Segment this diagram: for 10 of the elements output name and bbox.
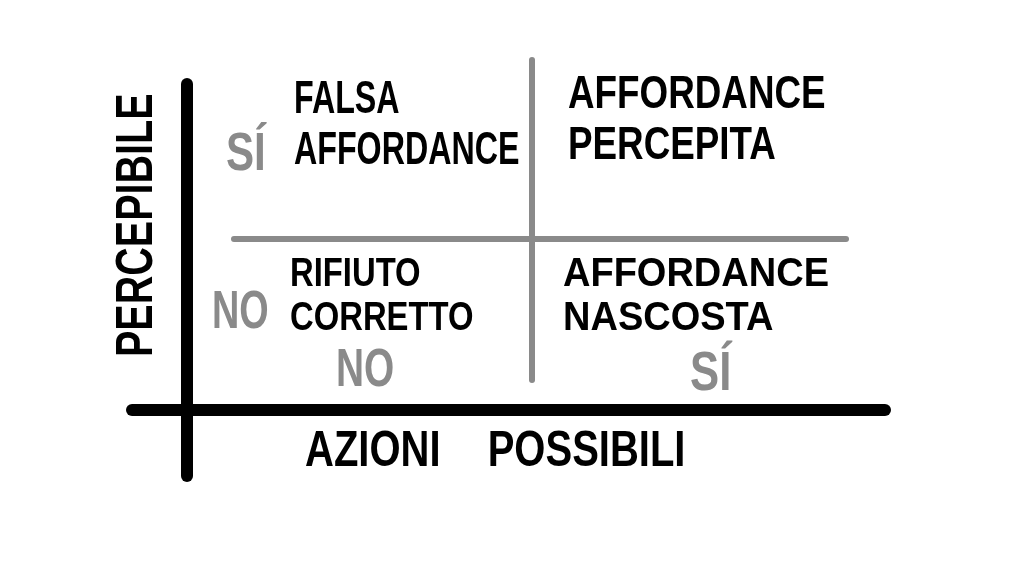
quadrant-label: RIFIUTO CORRETTO bbox=[290, 250, 474, 338]
axis-value-label: SÍ bbox=[226, 120, 266, 183]
axis-value-label: SÍ bbox=[690, 339, 732, 404]
axis-title: PERCEPIBILE bbox=[114, 93, 154, 357]
quadrant-label: AFFORDANCE NASCOSTA bbox=[563, 250, 829, 338]
axis-value-label: NO bbox=[336, 346, 395, 390]
axis-title: AZIONI POSSIBILI bbox=[305, 429, 686, 469]
axis-value-label: NO bbox=[212, 288, 269, 332]
quadrant-label: FALSA AFFORDANCE bbox=[294, 72, 520, 174]
quadrant-label: AFFORDANCE PERCEPITA bbox=[568, 67, 826, 169]
